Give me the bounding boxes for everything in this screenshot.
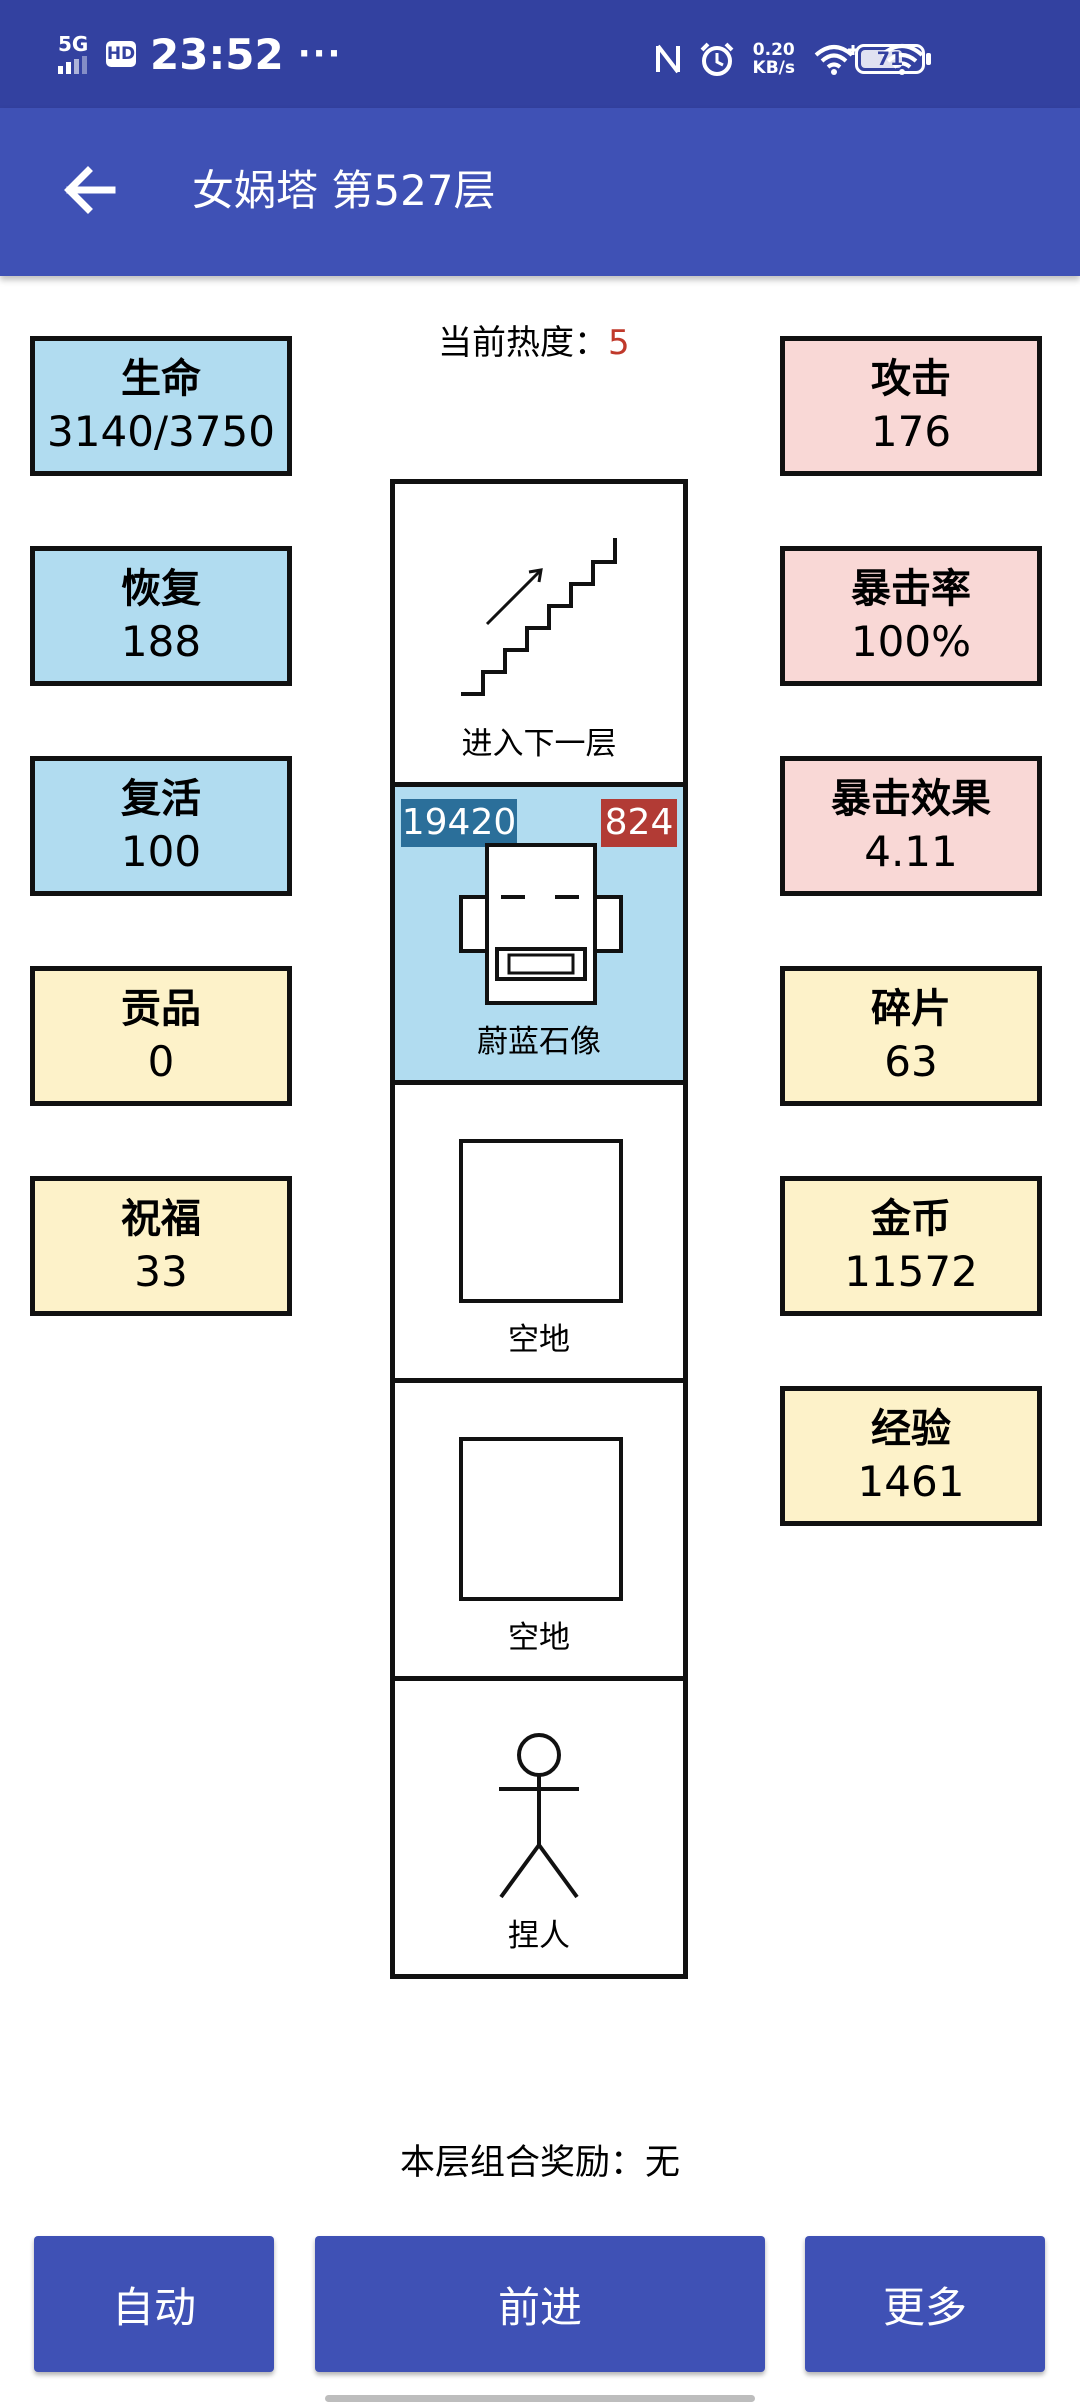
battery-level: 71 [876,48,904,70]
stat-label: 生命 [121,356,201,402]
floor-bonus: 本层组合奖励：无 [0,2138,1080,2188]
auto-button[interactable]: 自动 [34,2236,274,2372]
empty-square-icon [459,1437,623,1601]
stat-value: 100 [120,827,202,876]
home-indicator[interactable] [325,2395,755,2402]
stat-regen: 恢复 188 [30,546,292,686]
stat-value: 176 [870,407,952,456]
stat-fragments: 碎片 63 [780,966,1042,1106]
tower-cell-player[interactable]: 捏人 [395,1676,683,1974]
forward-button[interactable]: 前进 [315,2236,765,2372]
status-left: 5G HD 23:52 ··· [58,26,342,82]
net-speed-unit: KB/s [752,58,795,78]
stat-label: 碎片 [871,986,951,1032]
stat-value: 11572 [844,1247,978,1296]
stat-exp: 经验 1461 [780,1386,1042,1526]
hd-icon: HD [106,41,136,67]
stat-label: 金币 [871,1196,951,1242]
stat-crit-rate: 暴击率 100% [780,546,1042,686]
stat-value: 33 [134,1247,188,1296]
battery-fill [861,50,903,68]
stat-value: 1461 [857,1457,965,1506]
stat-tribute: 贡品 0 [30,966,292,1106]
tower-cell-empty[interactable]: 空地 [395,1378,683,1676]
tower-cell-empty[interactable]: 空地 [395,1080,683,1378]
stat-value: 0 [147,1037,175,1086]
stat-label: 暴击率 [851,566,971,612]
tower-cell-stairs[interactable]: 进入下一层 [395,484,683,782]
stone-statue-icon [459,843,623,1005]
cell-label: 捏人 [508,1918,570,1954]
wifi-plus-icon [814,45,858,75]
clock: 23:52 [150,29,284,79]
cell-label: 进入下一层 [461,726,617,762]
bonus-label: 本层组合奖励： [399,2143,645,2183]
stat-crit-effect: 暴击效果 4.11 [780,756,1042,896]
stat-hp: 生命 3140/3750 [30,336,292,476]
overflow-dots: ··· [297,34,343,74]
monster-attack-badge: 824 [601,799,677,847]
stat-label: 复活 [121,776,201,822]
signal-bars-icon [58,56,87,74]
nfc-icon [655,44,680,74]
bonus-value: 无 [645,2143,681,2183]
net-speed-value: 0.20 [752,40,795,60]
app-bar: 女娲塔 第527层 [0,108,1080,276]
stick-figure-icon [499,1733,579,1899]
stat-value: 100% [850,617,972,666]
empty-square-icon [459,1139,623,1303]
stat-label: 攻击 [871,356,951,402]
stat-value: 4.11 [864,827,958,876]
stat-attack: 攻击 176 [780,336,1042,476]
stat-label: 经验 [871,1406,951,1452]
cell-label: 空地 [508,1322,570,1358]
stat-revive: 复活 100 [30,756,292,896]
monster-hp-badge: 19420 [401,799,517,847]
cell-label: 蔚蓝石像 [477,1024,601,1060]
alarm-icon [700,42,733,76]
net-speed: 0.20 KB/s [753,41,795,77]
heat-indicator: 当前热度：5 [438,318,630,368]
stat-gold: 金币 11572 [780,1176,1042,1316]
heat-label: 当前热度： [438,323,608,363]
stat-label: 祝福 [121,1196,201,1242]
more-button[interactable]: 更多 [805,2236,1045,2372]
stat-value: 63 [884,1037,938,1086]
battery-icon: 71 [855,44,925,74]
heat-value: 5 [608,323,630,363]
arrow-left-icon[interactable] [60,160,120,220]
stat-value: 3140/3750 [47,407,275,456]
stat-blessing: 祝福 33 [30,1176,292,1316]
stat-label: 恢复 [121,566,201,612]
battery-tip [926,53,931,65]
signal-icon: 5G [58,34,92,74]
network-type: 5G [58,32,89,56]
cell-label: 空地 [508,1620,570,1656]
stat-label: 暴击效果 [831,776,991,822]
page-title: 女娲塔 第527层 [192,166,496,215]
stat-value: 188 [120,617,202,666]
stat-label: 贡品 [121,986,201,1032]
tower: 进入下一层 19420 824 蔚蓝石像 空地 空地 捏人 [390,479,688,1979]
tower-cell-monster[interactable]: 19420 824 蔚蓝石像 [395,782,683,1080]
status-bar: 5G HD 23:52 ··· 0.20 KB/s [0,0,1080,108]
stairs-up-icon [461,538,617,696]
